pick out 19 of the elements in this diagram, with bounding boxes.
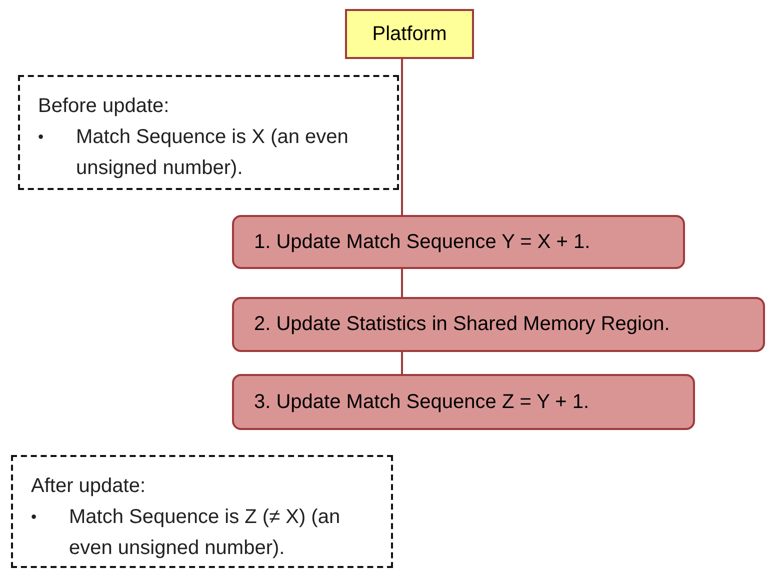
connector-line (401, 59, 403, 215)
actor-label: Platform (372, 22, 447, 46)
step-label: 1. Update Match Sequence Y = X + 1. (254, 230, 590, 254)
process-box (232, 215, 685, 269)
bullet: • (38, 128, 45, 148)
step-label: 2. Update Statistics in Shared Memory Region. (254, 313, 670, 336)
bullet-text: Match Sequence is X (an even unsigned number). (76, 125, 350, 181)
note-box (11, 455, 393, 568)
note-box (18, 75, 399, 190)
step-label: 3. Update Match Sequence Z = Y + 1. (254, 390, 590, 414)
process-box (232, 297, 765, 352)
bullet-text: Match Sequence is Z (≠ X) (an even unsigned number). (69, 505, 342, 561)
actor-box (345, 9, 474, 59)
process-box (232, 374, 695, 430)
connector-line (401, 352, 403, 374)
bullet: • (31, 508, 38, 528)
note-heading: Before update: (38, 94, 170, 119)
note-heading: After update: (31, 474, 146, 499)
connector-line (401, 269, 403, 297)
